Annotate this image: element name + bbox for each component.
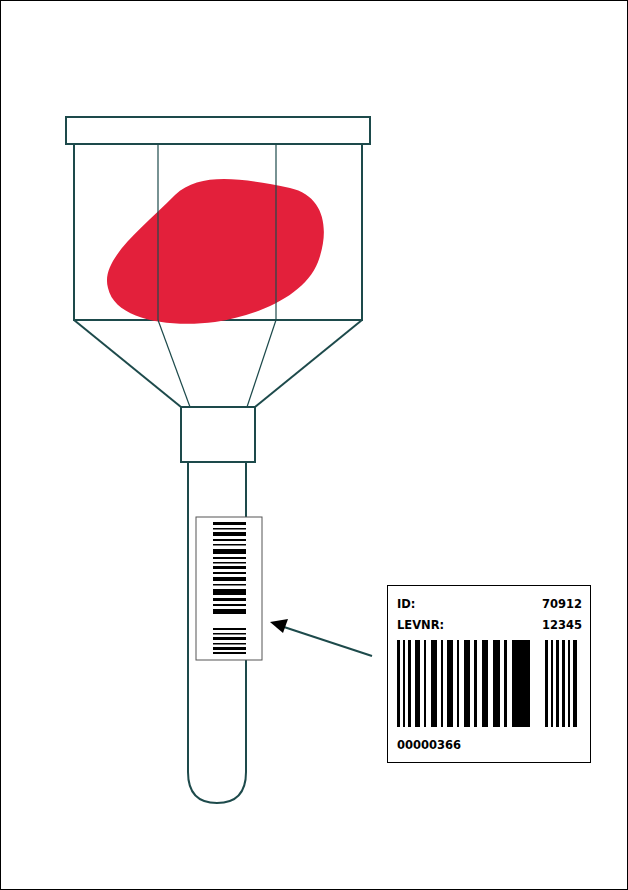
barcode-label: ID: 70912LEVNR: 12345 00000366 [387,585,591,763]
barcode-number: 00000366 [397,738,461,752]
leader-line [284,627,372,656]
filter-line [157,144,158,320]
funnel-side [74,320,181,407]
funnel-line [158,320,190,407]
filter-line [275,144,276,320]
field-name: LEVNR: [397,618,444,632]
tissue-sample [107,179,324,324]
field-value: 12345 [542,618,582,632]
tube-neck [181,407,255,462]
arrow-head [270,619,288,633]
label-barcode [397,640,577,727]
tube-label [196,517,262,660]
tube-barcode [213,522,246,654]
field-name: ID: [397,597,415,611]
tube-cap [66,117,370,144]
field-value: 70912 [542,597,582,611]
funnel-line [247,320,276,407]
